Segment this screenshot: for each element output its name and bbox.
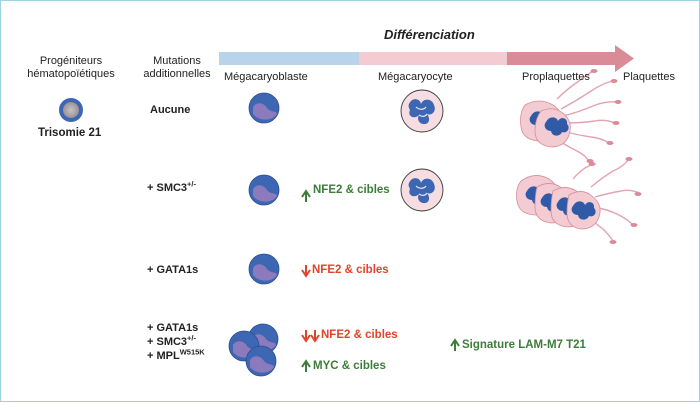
- down-arrow-icon: [301, 265, 311, 278]
- proplatelets-row1: [520, 69, 622, 163]
- double-down-arrow-icon: [301, 330, 320, 343]
- up-arrow-icon: [450, 338, 460, 351]
- signature-label: Signature LAM-M7 T21: [462, 339, 586, 351]
- mutation-row4-line1: + GATA1s: [147, 322, 199, 334]
- trisomy-label: Trisomie 21: [38, 127, 102, 139]
- mutation-superscript: +/-: [187, 179, 197, 189]
- stage-megakaryocyte: Mégacaryocyte: [378, 71, 453, 83]
- effect-row2: NFE2 & cibles: [313, 184, 390, 196]
- mutation-superscript: +/-: [187, 333, 197, 343]
- stage-platelets: Plaquettes: [623, 71, 675, 83]
- mutation-row1: Aucune: [150, 104, 191, 116]
- megakaryocyte-row1: [400, 89, 444, 133]
- mutation-row4-line2: + SMC3+/-: [147, 333, 197, 349]
- effect-row3: NFE2 & cibles: [312, 264, 389, 276]
- up-arrow-icon: [301, 189, 311, 202]
- proplatelets-row2: [516, 157, 642, 244]
- differentiation-label: Différenciation: [384, 27, 475, 42]
- mutation-row4-line3: + MPLW515K: [147, 347, 205, 363]
- megakaryocyte-row2: [400, 168, 444, 212]
- megakaryoblast-row1: [248, 92, 280, 124]
- effect-row4-nfe2: NFE2 & cibles: [321, 329, 398, 341]
- stage-proplatelets: Proplaquettes: [522, 71, 590, 83]
- megakaryoblast-row2: [248, 174, 280, 206]
- differentiation-arrow: [219, 45, 634, 72]
- up-arrow-icon: [301, 359, 311, 372]
- mutation-row2: + SMC3+/-: [147, 179, 197, 195]
- mutation-text: + SMC3: [147, 182, 188, 194]
- mutation-text: + MPL: [147, 350, 180, 362]
- mutation-text: + SMC3: [147, 336, 188, 348]
- mutation-row3: + GATA1s: [147, 264, 199, 276]
- megakaryoblast-row3: [248, 253, 280, 285]
- stage-megakaryoblast: Mégacaryoblaste: [224, 71, 308, 83]
- mutations-label: Mutations additionnelles: [143, 55, 211, 80]
- progenitor-cell: [59, 98, 83, 122]
- mutation-superscript: W515K: [179, 347, 205, 357]
- effect-row4-myc: MYC & cibles: [313, 360, 386, 372]
- progenitors-label: Progéniteurs hématopoïétiques: [27, 55, 115, 80]
- megakaryoblast-cluster: [228, 323, 279, 377]
